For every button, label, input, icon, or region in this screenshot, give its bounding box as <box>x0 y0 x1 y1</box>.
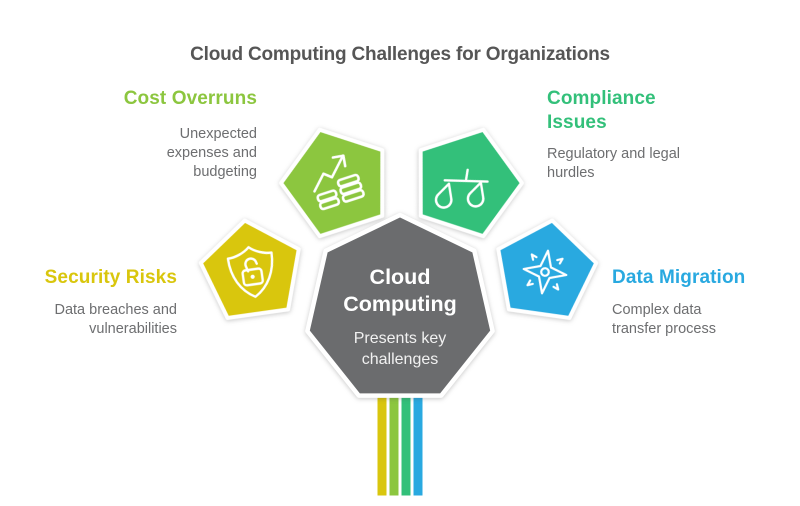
security-risks-block: Security Risks Data breaches and vulnera… <box>45 266 177 339</box>
compass-star-icon <box>522 249 568 295</box>
compliance-desc-line1: Regulatory and legal <box>547 146 681 162</box>
cost-desc-line3: budgeting <box>193 164 257 180</box>
center-heading-line1: Cloud <box>369 265 431 289</box>
security-desc-line1: Data breaches and <box>54 302 177 318</box>
compliance-issues-label-line1: Compliance <box>547 88 656 109</box>
stripe-green <box>389 394 399 496</box>
pentagon-data-migration <box>496 218 599 320</box>
balance-scale-icon <box>434 168 489 209</box>
data-migration-block: Data Migration Complex data transfer pro… <box>612 266 745 339</box>
security-risks-description: Data breaches and vulnerabilities <box>45 301 177 339</box>
compliance-issues-description: Regulatory and legal hurdles <box>547 145 680 183</box>
data-migration-label: Data Migration <box>612 267 746 288</box>
data-migration-description: Complex data transfer process <box>612 301 745 339</box>
stripe-emerald <box>401 394 411 496</box>
center-subtitle-line1: Presents key <box>353 330 447 347</box>
stripe-blue <box>413 394 423 496</box>
pentagon-data-migration-shape <box>496 218 599 320</box>
pentagon-compliance-issues <box>418 127 525 239</box>
pentagon-cost-overruns <box>278 127 385 239</box>
center-heading-line2: Computing <box>343 292 457 316</box>
shield-lock-icon <box>226 246 274 298</box>
cost-desc-line2: expenses and <box>166 145 257 161</box>
compliance-desc-line2: hurdles <box>547 165 595 181</box>
cost-overruns-description: Unexpected expenses and budgeting <box>124 125 257 182</box>
pentagon-security-risks <box>198 218 301 320</box>
cost-desc-line1: Unexpected <box>179 126 257 142</box>
cost-overruns-block: Cost Overruns Unexpected expenses and bu… <box>124 87 257 182</box>
growth-chart-coins-icon <box>313 154 365 211</box>
pentagon-compliance-issues-shape <box>418 127 525 239</box>
center-subtitle-line2: challenges <box>361 351 439 368</box>
migration-desc-line2: transfer process <box>612 321 716 337</box>
cost-overruns-label: Cost Overruns <box>123 88 257 109</box>
center-heptagon-shape <box>305 212 495 398</box>
connector-stripes <box>375 392 427 499</box>
page-title: Cloud Computing Challenges for Organizat… <box>190 44 610 65</box>
stripe-yellow <box>377 394 387 496</box>
pentagon-security-risks-shape <box>198 218 301 320</box>
center-heptagon <box>305 212 495 398</box>
compliance-issues-block: Compliance Issues Regulatory and legal h… <box>547 87 680 183</box>
compliance-issues-label-line2: Issues <box>547 112 607 133</box>
security-risks-label: Security Risks <box>44 267 177 288</box>
migration-desc-line1: Complex data <box>612 302 702 318</box>
pentagon-cost-overruns-shape <box>278 127 385 239</box>
security-desc-line2: vulnerabilities <box>89 321 177 337</box>
center-text-block: Cloud Computing Presents key challenges <box>310 264 490 370</box>
